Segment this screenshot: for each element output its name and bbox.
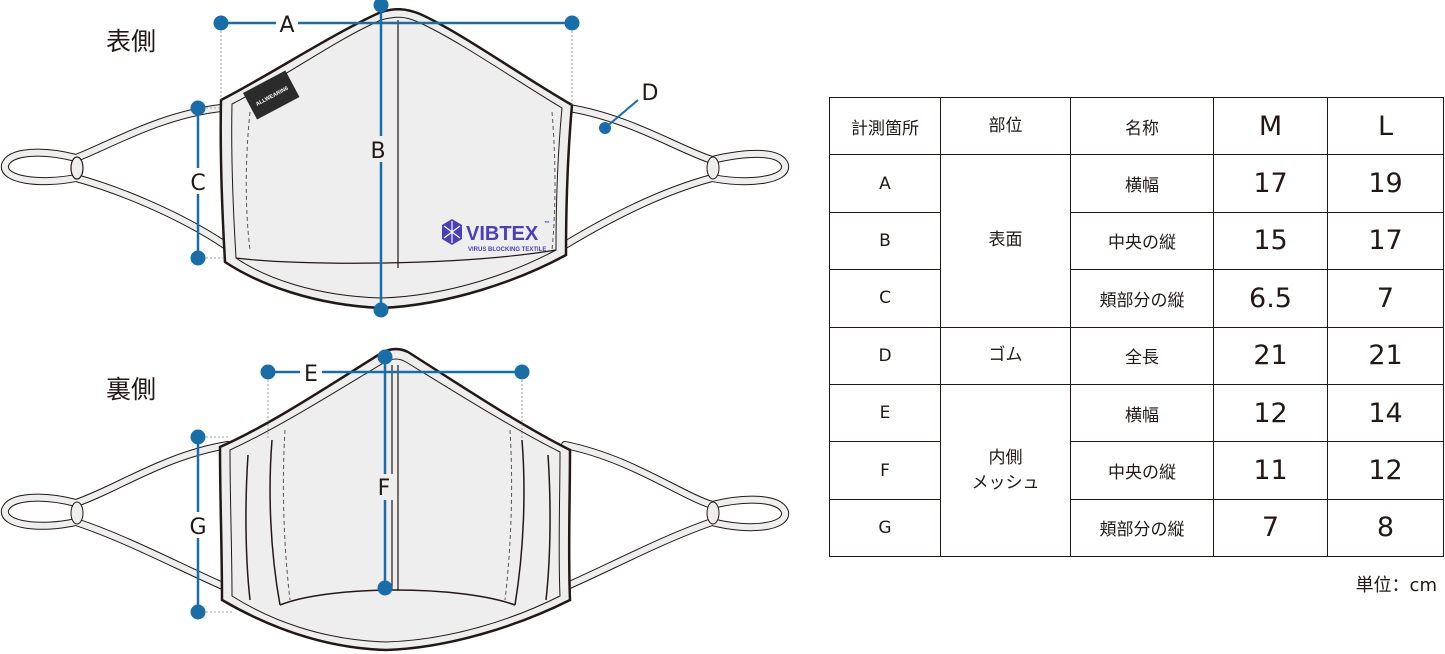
- dimension-g-label: G: [189, 515, 206, 540]
- front-right-ear-loop: [561, 104, 789, 249]
- dimension-e-label: E: [304, 362, 318, 387]
- inner-mesh-line2: メッシュ: [971, 472, 1040, 493]
- row-name: 中央の縦: [1070, 211, 1214, 271]
- front-left-ear-loop: [1, 104, 229, 249]
- row-name: 全長: [1070, 326, 1214, 385]
- dimension-d: D: [599, 81, 659, 134]
- back-mesh-right-dashed: [504, 429, 513, 601]
- row-point: B: [829, 211, 941, 271]
- row-size-l: 7: [1327, 269, 1444, 328]
- row-part-inner-mesh: 内側 メッシュ: [940, 383, 1071, 558]
- dimension-f: F: [373, 349, 395, 596]
- row-size-m: 21: [1213, 326, 1328, 385]
- header-name: 名称: [1070, 96, 1214, 156]
- row-name: 横幅: [1070, 154, 1214, 213]
- table-row: F 中央の縦 11 12: [829, 441, 1444, 500]
- table-row: G 頬部分の縦 7 8: [829, 498, 1444, 558]
- header-size-l: L: [1327, 96, 1444, 156]
- header-measure-point: 計測箇所: [829, 96, 941, 156]
- inner-mesh-line1: 内側: [988, 447, 1023, 468]
- row-part-elastic: ゴム: [940, 326, 1071, 385]
- dimension-e: E: [260, 360, 530, 440]
- table-header-row: 計測箇所 部位 名称 M L: [829, 96, 1444, 156]
- mask-diagram: 表側 ALLWEARIN6 VIBTEX ™ VIRUS BLOCKING TE…: [1, 0, 789, 652]
- logo-word: VIBTEX: [466, 223, 539, 245]
- row-size-l: 21: [1327, 326, 1444, 385]
- dimension-b: B: [367, 0, 391, 318]
- row-point: G: [829, 498, 941, 558]
- dimension-g: G: [187, 429, 232, 620]
- dimension-b-label: B: [370, 139, 385, 164]
- brand-tag: ALLWEARIN6: [243, 70, 300, 120]
- row-point: A: [829, 154, 941, 213]
- row-size-l: 8: [1327, 498, 1444, 558]
- table-row: B 中央の縦 15 17: [829, 211, 1444, 271]
- front-right-dashed-seam: [551, 111, 556, 251]
- row-size-m: 11: [1213, 441, 1328, 500]
- table-row: E 内側 メッシュ 横幅 12 14: [829, 383, 1444, 558]
- row-point: C: [829, 269, 941, 328]
- table-row: D ゴム 全長 21 21: [829, 326, 1444, 385]
- row-size-l: 14: [1327, 383, 1444, 443]
- row-name: 中央の縦: [1070, 441, 1214, 500]
- logo-subtitle: VIRUS BLOCKING TEXTILE: [468, 247, 546, 253]
- table-row: A 表面 横幅 17 19: [829, 154, 1444, 328]
- dimension-c-label: C: [190, 171, 205, 196]
- row-point: F: [829, 441, 941, 500]
- row-size-m: 15: [1213, 211, 1328, 271]
- row-size-m: 6.5: [1213, 269, 1328, 328]
- row-size-l: 17: [1327, 211, 1444, 271]
- unit-label: 単位：cm: [1355, 575, 1437, 596]
- back-mesh-left-edge: [269, 439, 281, 606]
- dimension-c: C: [187, 100, 225, 266]
- row-size-l: 12: [1327, 441, 1444, 500]
- size-spec-table: 計測箇所 部位 名称 M L A 表面 横幅 17 19 B 中央の縦 15 1…: [829, 96, 1444, 558]
- row-part-surface: 表面: [940, 154, 1071, 328]
- row-size-m: 17: [1213, 154, 1328, 213]
- row-name: 頬部分の縦: [1070, 269, 1214, 328]
- table-row: C 頬部分の縦 6.5 7: [829, 269, 1444, 328]
- back-left-panel-seam: [245, 454, 251, 601]
- back-right-panel-seam: [545, 454, 551, 601]
- dimension-d-label: D: [642, 81, 659, 106]
- back-title: 裏側: [106, 375, 156, 404]
- back-mesh-left-dashed: [282, 429, 291, 601]
- row-name: 頬部分の縦: [1070, 498, 1214, 558]
- header-size-m: M: [1213, 96, 1328, 156]
- dimension-a: A: [213, 10, 580, 105]
- row-point: E: [829, 383, 941, 443]
- dimension-f-label: F: [378, 476, 391, 501]
- row-size-m: 7: [1213, 498, 1328, 558]
- row-name: 横幅: [1070, 383, 1214, 443]
- back-left-ear-loop: [1, 441, 236, 594]
- row-size-m: 12: [1213, 383, 1328, 443]
- back-mesh-bottom: [279, 589, 516, 606]
- logo-tm: ™: [544, 220, 550, 227]
- header-part: 部位: [940, 96, 1071, 156]
- back-mesh-right-edge: [514, 439, 525, 606]
- front-left-dashed-seam: [245, 111, 251, 251]
- dimension-a-label: A: [279, 13, 294, 38]
- vibtex-logo: VIBTEX ™ VIRUS BLOCKING TEXTILE: [442, 219, 550, 253]
- row-size-l: 19: [1327, 154, 1444, 213]
- back-right-ear-loop: [554, 441, 789, 594]
- row-point: D: [829, 326, 941, 385]
- front-title: 表側: [106, 27, 156, 56]
